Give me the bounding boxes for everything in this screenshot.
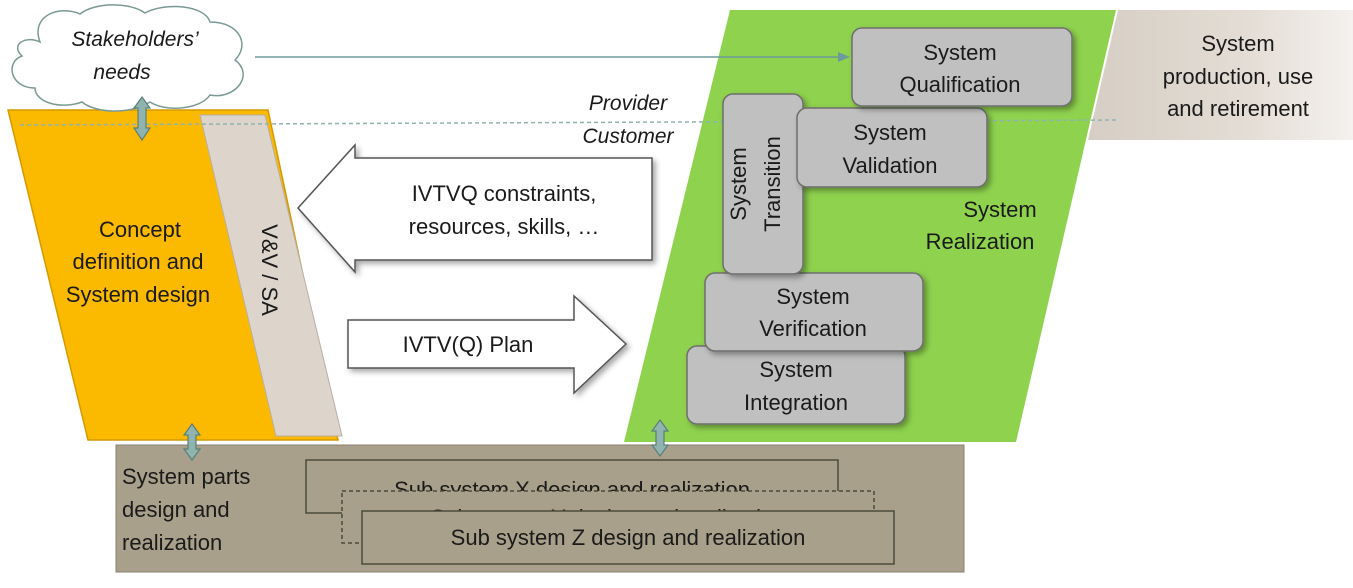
production-block: System production, use and retirement xyxy=(1088,10,1353,140)
system-qualification-box xyxy=(851,27,1073,107)
stakeholders-label-line2: needs xyxy=(93,61,151,84)
system-verification-box xyxy=(704,272,924,352)
qualification-label-line1: System xyxy=(923,40,996,65)
transition-label-line2: Transition xyxy=(760,136,785,232)
production-label-line2: production, use xyxy=(1163,64,1313,89)
system-validation-box xyxy=(796,107,988,188)
qualification-label-line2: Qualification xyxy=(899,72,1020,97)
provider-label: Provider xyxy=(589,92,668,115)
customer-label: Customer xyxy=(582,125,674,148)
realization-parts-connector xyxy=(650,418,670,458)
stakeholders-cloud: Stakeholders’ needs xyxy=(11,4,244,112)
transition-label-line1: System xyxy=(726,147,751,220)
validation-label-line1: System xyxy=(853,120,926,145)
plan-label: IVTV(Q) Plan xyxy=(403,332,534,357)
cloud-concept-connector xyxy=(132,95,152,142)
constraints-label-line2: resources, skills, … xyxy=(409,214,600,239)
vv-sa-label: V&V / SA xyxy=(257,224,282,316)
verification-label-line1: System xyxy=(776,284,849,309)
subsystem-z-label: Sub system Z design and realization xyxy=(451,525,806,550)
constraints-arrow: IVTVQ constraints, resources, skills, … xyxy=(296,143,653,274)
validation-label-line2: Validation xyxy=(843,153,938,178)
realization-label-line2: Realization xyxy=(926,229,1035,254)
stakeholders-label-line1: Stakeholders’ xyxy=(71,28,199,51)
needs-to-qualification-arrow xyxy=(255,52,850,62)
plan-arrow: IVTV(Q) Plan xyxy=(347,294,628,395)
parts-label-line3: realization xyxy=(122,530,222,555)
concept-label-line1: Concept xyxy=(99,217,181,242)
concept-parts-connector xyxy=(182,422,202,462)
concept-label-line3: System design xyxy=(66,282,210,307)
production-label-line3: and retirement xyxy=(1167,96,1309,121)
parts-label-line2: design and xyxy=(122,497,230,522)
production-label-line1: System xyxy=(1201,31,1274,56)
concept-design-block: Concept definition and System design V&V… xyxy=(7,109,343,441)
concept-label-line2: definition and xyxy=(73,249,204,274)
parts-label-line1: System parts xyxy=(122,464,250,489)
subsystem-z-box: Sub system Z design and realization xyxy=(361,510,895,565)
constraints-label-line1: IVTVQ constraints, xyxy=(412,181,597,206)
integration-label-line1: System xyxy=(759,357,832,382)
integration-label-line2: Integration xyxy=(744,390,848,415)
provider-customer-boundary xyxy=(19,119,1119,126)
realization-label-line1: System xyxy=(963,197,1036,222)
verification-label-line2: Verification xyxy=(759,316,867,341)
